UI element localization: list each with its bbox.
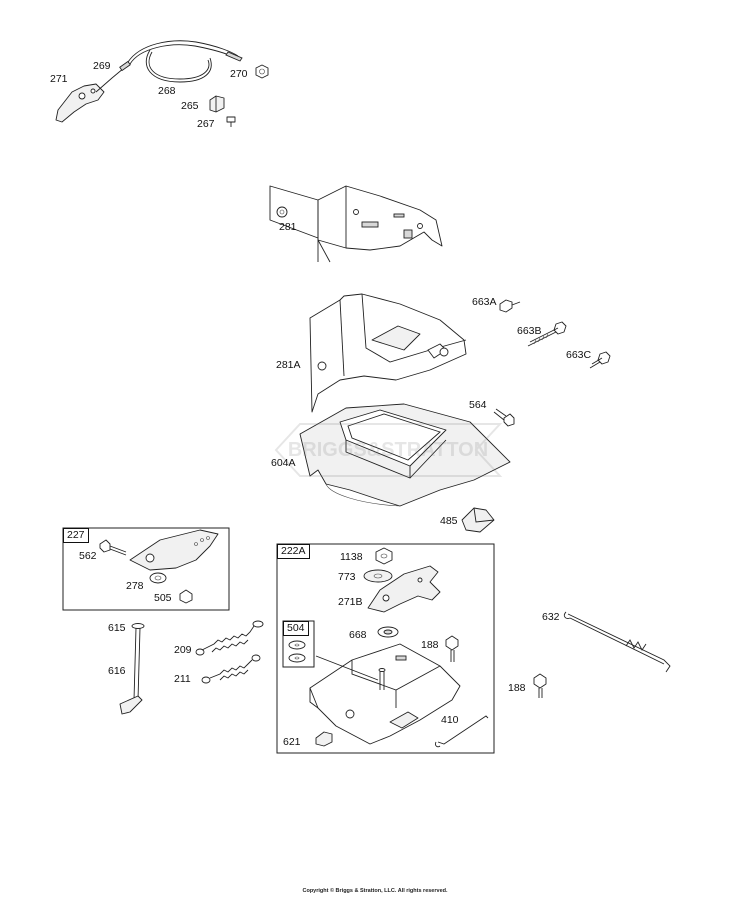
- label-209: 209: [174, 644, 192, 656]
- part-773-plate: [363, 569, 393, 583]
- part-281A-cover: [309, 293, 467, 413]
- part-410-link: [435, 715, 489, 748]
- label-562: 562: [79, 550, 97, 562]
- part-270-nut: [255, 64, 269, 79]
- label-663B: 663B: [517, 325, 542, 337]
- watermark-logo: BRIGGS&STRATTON: [274, 423, 503, 477]
- box-504-tag: 504: [283, 621, 309, 636]
- label-616: 616: [108, 665, 126, 677]
- part-265-clamp: [209, 95, 225, 113]
- part-621-clip: [315, 731, 333, 747]
- part-663B-bolt: [527, 321, 567, 347]
- label-271: 271: [50, 73, 68, 85]
- label-663C: 663C: [566, 349, 592, 361]
- part-663A-bolt: [499, 299, 521, 313]
- part-267-screw: [226, 116, 236, 127]
- part-278-washer: [149, 572, 167, 584]
- label-668: 668: [349, 629, 367, 641]
- box-227-tag: 227: [63, 528, 89, 543]
- part-281-bracket: [269, 185, 443, 263]
- label-564: 564: [469, 399, 487, 411]
- part-188-bolt-b: [533, 673, 547, 698]
- label-604A: 604A: [271, 457, 296, 469]
- label-663A: 663A: [472, 296, 497, 308]
- label-505: 505: [154, 592, 172, 604]
- label-211: 211: [174, 673, 191, 685]
- part-485-clip: [461, 507, 495, 533]
- part-268-cable: [127, 40, 243, 83]
- label-188-b: 188: [508, 682, 526, 694]
- copyright-footer: Copyright © Briggs & Stratton, LLC. All …: [302, 888, 448, 894]
- label-632: 632: [542, 611, 560, 623]
- label-267: 267: [197, 118, 215, 130]
- label-615: 615: [108, 622, 126, 634]
- part-211-spring: [201, 654, 261, 684]
- part-632-rod: [563, 611, 671, 673]
- label-278: 278: [126, 580, 144, 592]
- part-209-spring: [195, 620, 264, 656]
- label-265: 265: [181, 100, 199, 112]
- label-268: 268: [158, 85, 176, 97]
- part-668-washer: [377, 626, 399, 638]
- label-188-a: 188: [421, 639, 439, 651]
- watermark-text: BRIGGS&STRATTON: [288, 439, 488, 461]
- part-562-bolt: [99, 539, 127, 556]
- part-271B-lever: [367, 565, 441, 613]
- part-1138-nut: [375, 547, 393, 565]
- label-410: 410: [441, 714, 459, 726]
- label-269: 269: [93, 60, 111, 72]
- label-281A: 281A: [276, 359, 301, 371]
- part-564-bolt: [493, 408, 515, 427]
- label-271B: 271B: [338, 596, 363, 608]
- part-505-nut: [179, 589, 193, 604]
- label-773: 773: [338, 571, 356, 583]
- part-222A-stud: [315, 655, 386, 690]
- label-270: 270: [230, 68, 248, 80]
- part-222A-bracket: [309, 643, 461, 745]
- label-621: 621: [283, 736, 301, 748]
- part-269-cable-end: [95, 60, 131, 93]
- part-604A-base: [299, 403, 511, 507]
- label-281: 281: [279, 221, 297, 233]
- box-222A-frame: [276, 543, 495, 754]
- label-1138: 1138: [340, 551, 363, 563]
- label-485: 485: [440, 515, 458, 527]
- box-222A-tag: 222A: [277, 544, 310, 559]
- part-504-washers: [288, 640, 306, 663]
- box-227-frame: [62, 527, 230, 611]
- part-615-616-shaft: [119, 623, 145, 715]
- part-188-bolt-a: [445, 635, 459, 662]
- part-227-lever: [129, 529, 219, 571]
- part-663C-bolt: [589, 351, 611, 369]
- part-271-lever: [55, 83, 105, 123]
